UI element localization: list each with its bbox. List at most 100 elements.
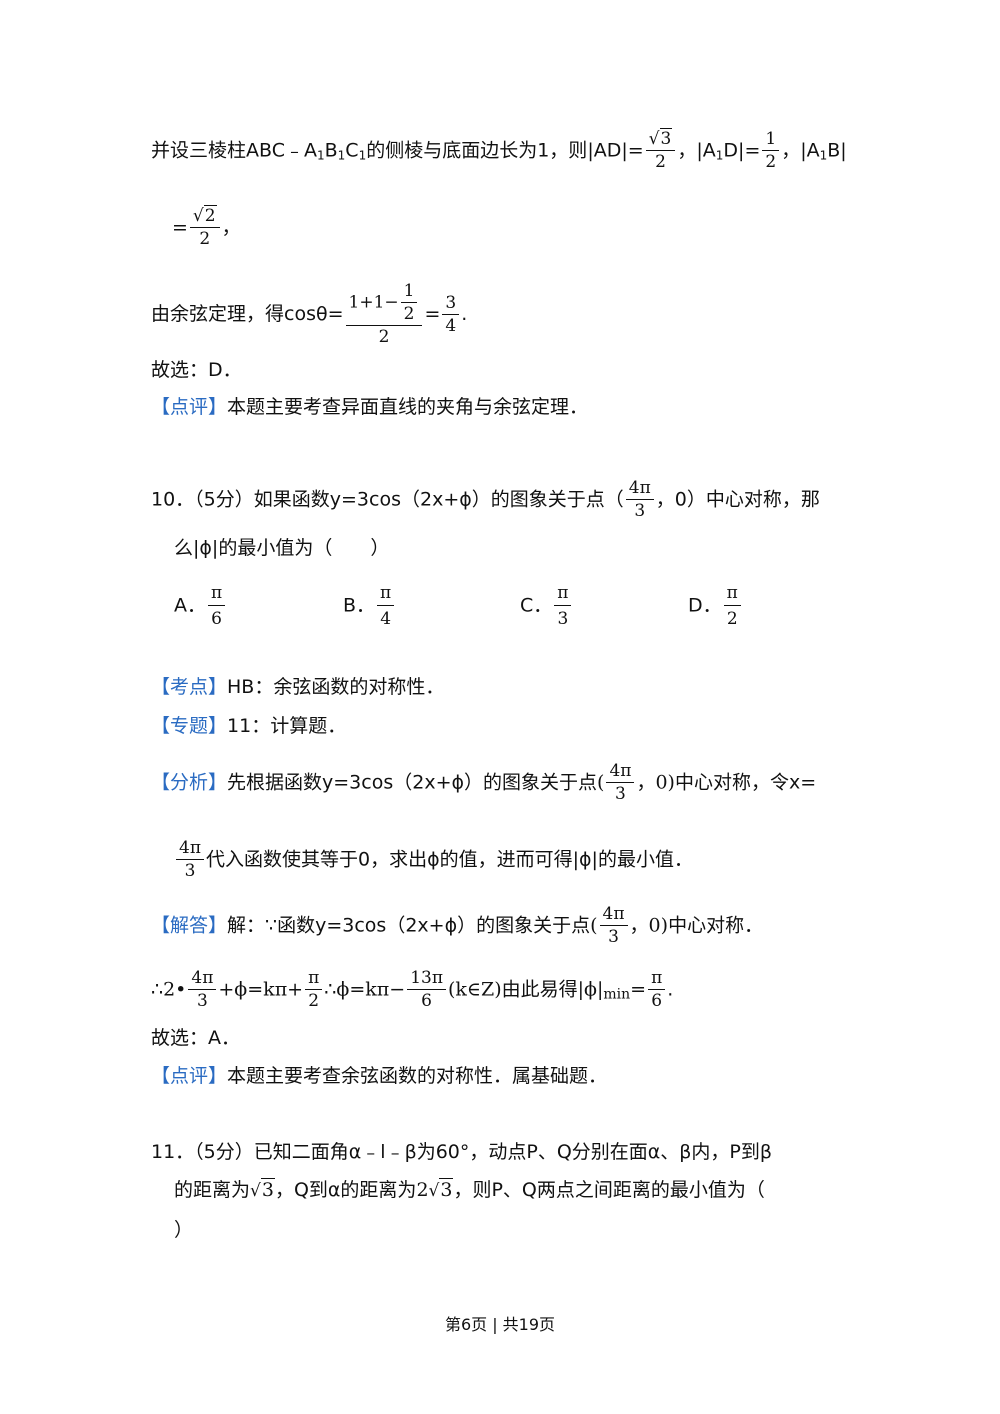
numerator: 4π xyxy=(176,840,204,860)
denominator: 3 xyxy=(184,861,196,881)
q10-text-c: 么|ϕ|的最小值为（ ） xyxy=(174,537,390,559)
q11-text-e: ） xyxy=(174,1219,194,1241)
min-subscript: min xyxy=(603,986,631,1003)
numerator: π xyxy=(648,970,666,990)
paren: ( xyxy=(597,771,605,794)
abs-a1d-a: |A xyxy=(696,139,716,162)
abs-a1b-b: B| xyxy=(827,139,847,162)
denominator: 2 xyxy=(765,152,777,172)
review-text: 本题主要考查异面直线的夹角与余弦定理． xyxy=(227,396,589,418)
sol-expr-d: (k∈Z) xyxy=(448,978,502,1001)
setup-text-a: 并设三棱柱ABC﹣A xyxy=(151,139,317,162)
kaodian-tag: 【考点】 xyxy=(151,676,228,698)
numerator: π xyxy=(554,583,572,606)
option-label: A． xyxy=(174,594,206,617)
radicand: 3 xyxy=(260,1178,275,1201)
subscript: 1 xyxy=(358,148,367,163)
question-11-stem: 11．（5分）已知二面角α﹣l﹣β为60°，动点P、Q分别在面α、β内，P到β xyxy=(151,1143,772,1162)
q10-text-b: ，0）中心对称，那 xyxy=(655,488,820,511)
denominator: 3 xyxy=(634,501,646,521)
equals: = xyxy=(172,216,188,239)
equals: = xyxy=(424,303,441,325)
numerator: 1 xyxy=(400,283,418,303)
zhuanti-line: 【专题】11：计算题． xyxy=(151,717,346,736)
zhuanti-tag: 【专题】 xyxy=(151,715,228,737)
jieda-text-b: 中心对称． xyxy=(668,914,764,937)
option-label: B． xyxy=(343,594,376,617)
subscript: 1 xyxy=(337,148,346,163)
choice-text: 故选：A． xyxy=(151,1027,240,1049)
kaodian-text: HB：余弦函数的对称性． xyxy=(227,676,445,698)
paren-rest: ，0) xyxy=(636,771,675,794)
option-label: C． xyxy=(520,594,553,617)
question-11-stem-3: ） xyxy=(174,1221,193,1240)
review-line-9: 【点评】本题主要考查异面直线的夹角与余弦定理． xyxy=(151,398,588,417)
q11-text-d: ，则P、Q两点之间距离的最小值为（ xyxy=(453,1179,765,1201)
denominator: 3 xyxy=(557,609,569,629)
paren: ( xyxy=(590,914,598,937)
q10-text-a: 10．（5分）如果函数y=3cos（2x+ϕ）的图象关于点（ xyxy=(151,488,624,511)
subscript: 1 xyxy=(715,148,724,163)
question-11-stem-2: 的距离为√3，Q到α的距离为2√3，则P、Q两点之间距离的最小值为（ xyxy=(174,1178,765,1201)
sol-expr-c: ∴ϕ=kπ− xyxy=(324,978,406,1001)
abs-a1b-a: |A xyxy=(800,139,820,162)
radicand: 3 xyxy=(439,1178,454,1201)
therefore-2: ∴2• xyxy=(151,978,187,1001)
denominator: 6 xyxy=(421,991,432,1011)
setup-text-b: 的侧棱与底面边长为1，则 xyxy=(366,139,588,162)
choice-text: 故选：D． xyxy=(151,359,242,381)
review-line-10: 【点评】本题主要考查余弦函数的对称性．属基础题． xyxy=(151,1067,607,1086)
numerator: 3 xyxy=(442,294,460,315)
fenxi-text-a: 先根据函数y=3cos（2x+ϕ）的图象关于点 xyxy=(227,771,598,794)
numerator: 4π xyxy=(599,906,628,926)
denominator: 2 xyxy=(726,609,738,629)
numerator: π xyxy=(723,583,741,606)
numerator: π xyxy=(305,970,323,990)
abs-ad: |AD|= xyxy=(587,139,644,162)
choice-line-10: 故选：A． xyxy=(151,1029,240,1048)
option-label: D． xyxy=(688,594,722,617)
zhuanti-text: 11：计算题． xyxy=(227,715,347,737)
denominator: 4 xyxy=(380,609,392,629)
equals: = xyxy=(630,978,647,1001)
cosine-text: 由余弦定理，得cosθ= xyxy=(151,303,344,325)
denominator: 3 xyxy=(615,784,626,804)
paren-rest: ，0) xyxy=(629,914,669,937)
denominator: 2 xyxy=(378,327,390,347)
denominator: 2 xyxy=(308,991,320,1011)
jieda-text-a: 解：∵函数y=3cos（2x+ϕ）的图象关于点 xyxy=(227,914,591,937)
comma: ， xyxy=(221,216,241,239)
review-text: 本题主要考查余弦函数的对称性．属基础题． xyxy=(227,1065,608,1087)
numerator: 1+1− xyxy=(348,292,399,313)
period: . xyxy=(461,303,468,325)
abs-a1d-b: D|= xyxy=(723,139,761,162)
coefficient: 2 xyxy=(416,1179,429,1201)
